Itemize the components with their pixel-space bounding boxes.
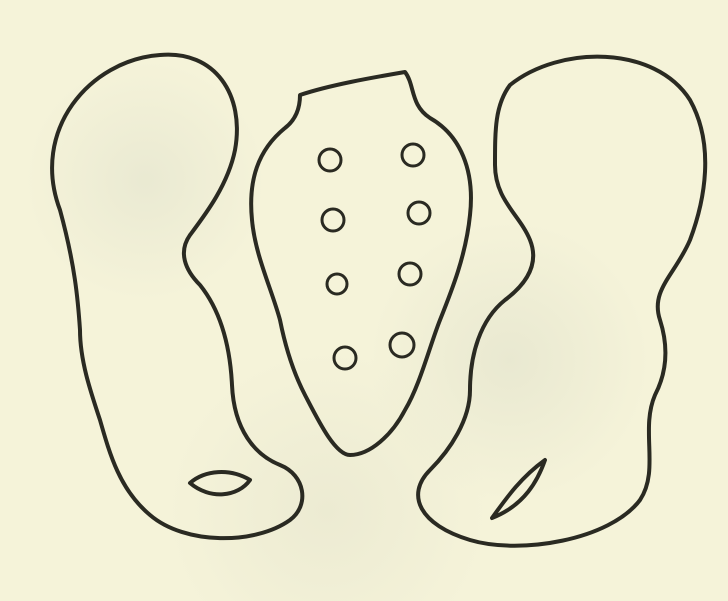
sacral-foramen-3-left [327, 274, 347, 294]
sacral-foramen-2-right [408, 202, 430, 224]
sacral-foramen-4-right [390, 333, 414, 357]
right-hip-bone [418, 57, 705, 546]
sacral-foramen-2-left [322, 209, 344, 231]
left-hip-bone [52, 55, 302, 539]
sacral-foramen-4-left [334, 347, 356, 369]
sacrum [251, 72, 471, 455]
sacral-foramen-1-left [319, 149, 341, 171]
sacral-foramen-3-right [399, 263, 421, 285]
right-obturator-foramen [492, 460, 545, 518]
sacral-foramen-1-right [402, 144, 424, 166]
left-obturator-foramen [190, 472, 250, 494]
